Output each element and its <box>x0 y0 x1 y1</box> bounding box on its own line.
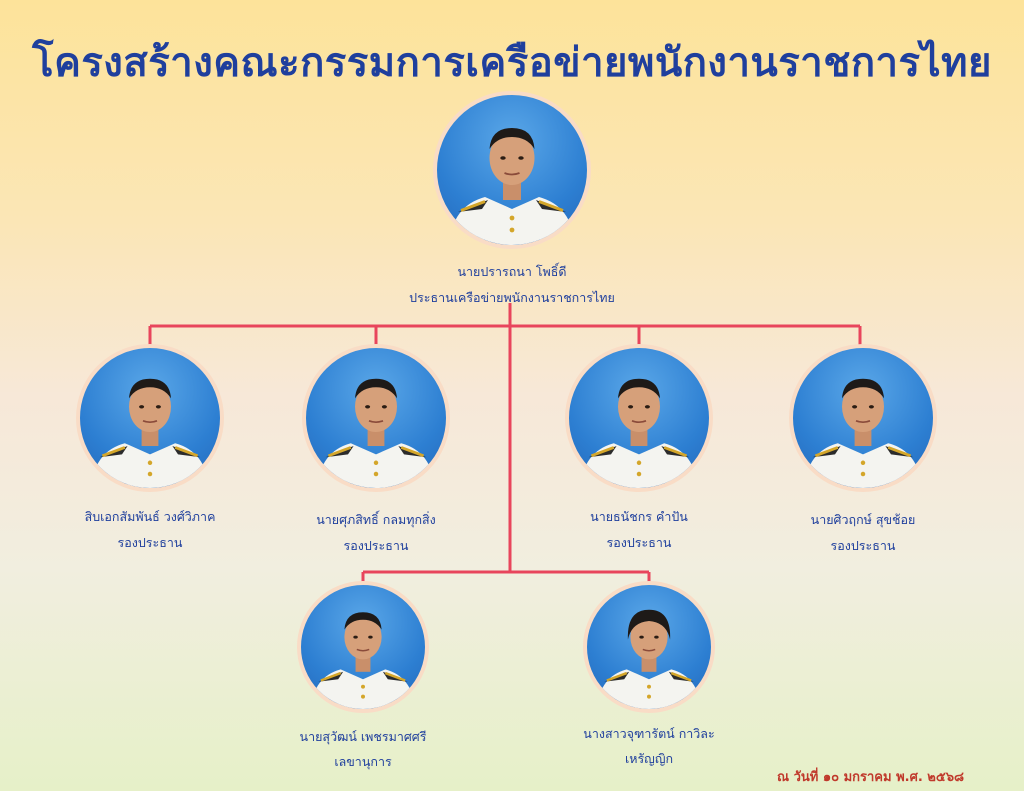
portrait-image <box>310 612 416 709</box>
portrait-image <box>317 378 435 488</box>
secretary-photo <box>297 581 429 713</box>
date-stamp: ณ วันที่ ๑๐ มกราคม พ.ศ. ๒๕๖๘ <box>776 770 964 785</box>
portrait-image <box>596 609 702 709</box>
vice-chair-3-photo <box>565 344 713 492</box>
treasurer-role: เหรัญญิก <box>624 751 674 766</box>
vice-chair-4-photo <box>789 344 937 492</box>
secretary-name: นายสุวัฒน์ เพชรมาศศรี <box>299 729 427 744</box>
treasurer-photo <box>583 581 715 713</box>
page-title: โครงสร้างคณะกรรมการเครือข่ายพนักงานราชกา… <box>32 40 992 86</box>
vice-chair-3-role: รองประธาน <box>606 535 672 550</box>
chair-name: นายปรารถนา โพธิ์ดี <box>457 264 567 279</box>
treasurer-name: นางสาวจุฑารัตน์ กาวิละ <box>583 726 715 741</box>
vice-chair-1-photo <box>76 344 224 492</box>
vice-chair-2-name: นายศุภสิทธิ์ กลมทุกสิ่ง <box>316 512 436 527</box>
portrait-image <box>804 378 922 488</box>
portrait-image <box>449 128 575 245</box>
vice-chair-3-name: นายธนัชกร คำปัน <box>590 509 688 524</box>
chair-photo <box>433 91 591 249</box>
vice-chair-1-name: สิบเอกสัมพันธ์ วงศ์วิภาค <box>84 509 216 524</box>
secretary-role: เลขานุการ <box>334 754 392 769</box>
portrait-image <box>580 378 698 488</box>
vice-chair-1-role: รองประธาน <box>117 535 183 550</box>
vice-chair-2-photo <box>302 344 450 492</box>
vice-chair-4-role: รองประธาน <box>830 538 896 553</box>
vice-chair-2-role: รองประธาน <box>343 538 409 553</box>
vice-chair-4-name: นายศิวฤกษ์ สุขช้อย <box>810 512 916 527</box>
chair-role: ประธานเครือข่ายพนักงานราชการไทย <box>409 290 615 305</box>
portrait-image <box>91 378 209 488</box>
